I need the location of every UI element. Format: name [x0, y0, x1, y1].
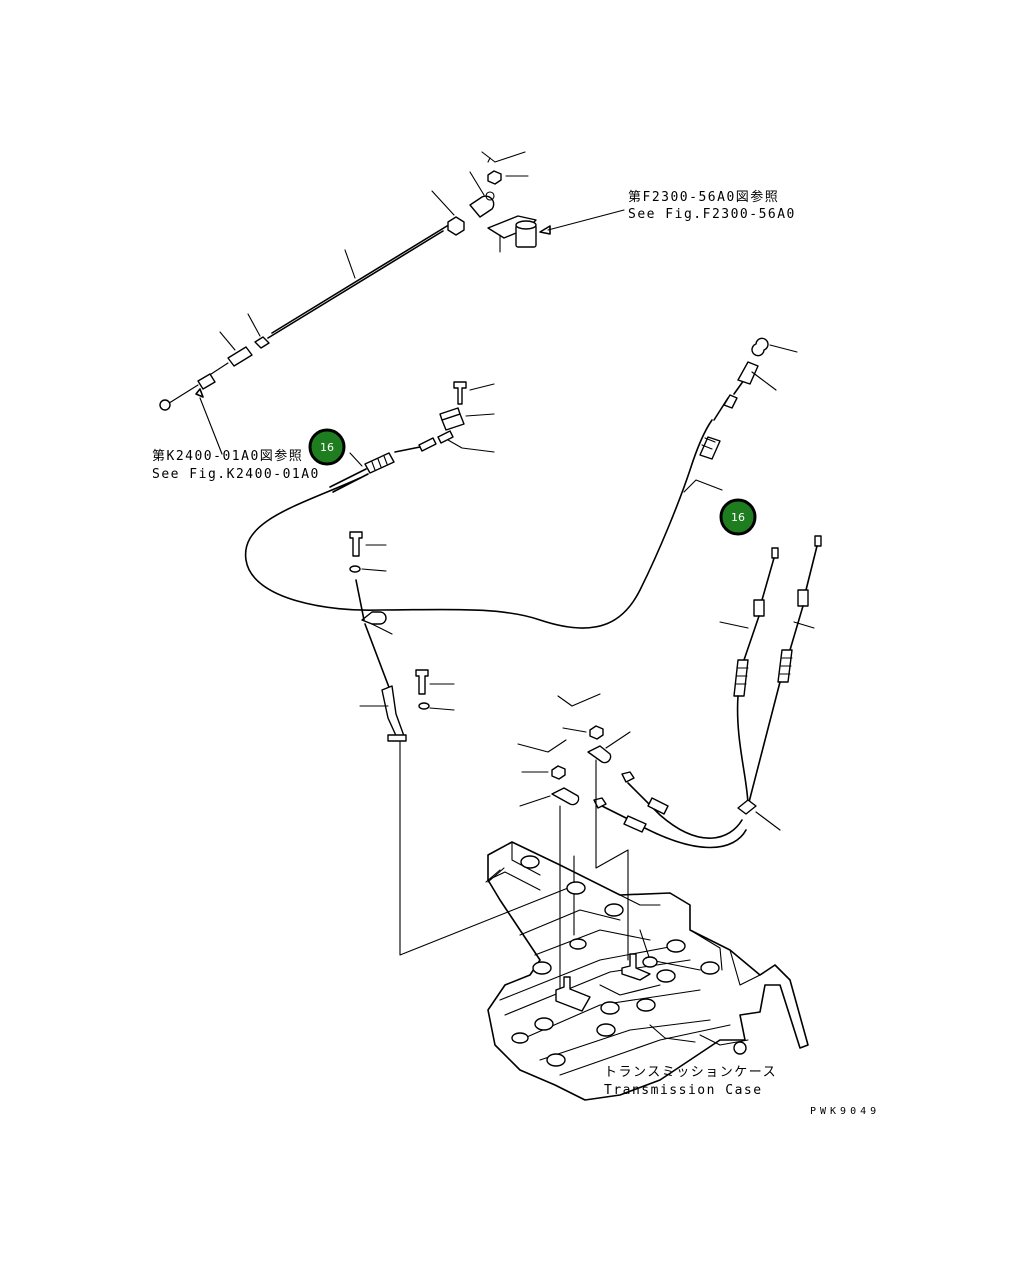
bracket-assembly [349, 531, 569, 956]
case-label: トランスミッションケース Transmission Case [604, 1065, 777, 1098]
callout-label: 16 [320, 441, 334, 454]
upper-rod-assembly [159, 151, 625, 455]
reference-left-en: See Fig.K2400-01A0 [152, 467, 320, 482]
case-label-en: Transmission Case [604, 1083, 763, 1098]
shift-cables [593, 535, 822, 849]
case-label-jp: トランスミッションケース [604, 1065, 777, 1080]
lever-hardware [517, 693, 631, 1001]
reference-left-jp: 第K2400-01A0図参照 [152, 448, 303, 464]
callout-marker-16-left[interactable]: 16 [308, 428, 346, 466]
callout-marker-16-right[interactable]: 16 [719, 498, 757, 536]
transmission-case [485, 841, 809, 1101]
callout-label: 16 [731, 511, 745, 524]
main-cable [244, 337, 798, 629]
reference-top-right: 第F2300-56A0図参照 See Fig.F2300-56A0 [628, 189, 796, 222]
reference-top-right-en: See Fig.F2300-56A0 [628, 207, 796, 222]
reference-top-right-jp: 第F2300-56A0図参照 [628, 189, 779, 205]
drawing-code: PWK9049 [810, 1106, 880, 1117]
reference-left: 第K2400-01A0図参照 See Fig.K2400-01A0 [152, 448, 320, 482]
